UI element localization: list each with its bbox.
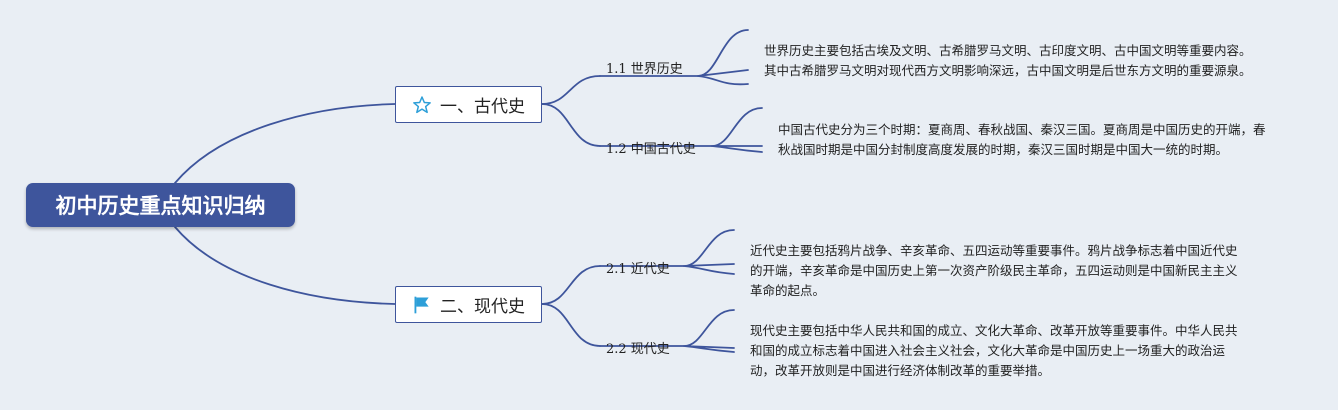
section-ancient-history[interactable]: 一、古代史 bbox=[395, 86, 542, 123]
root-title: 初中历史重点知识归纳 bbox=[55, 194, 266, 218]
link-section-2-sub-1 bbox=[541, 265, 601, 305]
link-root-section-2 bbox=[174, 226, 396, 305]
link-sub-1-2-detail bbox=[711, 107, 763, 153]
section-modern-history[interactable]: 二、现代史 bbox=[395, 286, 542, 323]
root-topic[interactable]: 初中历史重点知识归纳 bbox=[26, 183, 295, 227]
section-label: 二、现代史 bbox=[440, 297, 525, 317]
section-label: 一、古代史 bbox=[440, 97, 525, 117]
link-root-section-1 bbox=[174, 103, 396, 184]
link-sub-2-1-detail bbox=[683, 229, 735, 275]
topic-ancient-china[interactable]: 1.2 中国古代史 bbox=[606, 142, 696, 157]
link-section-2-sub-2 bbox=[541, 303, 601, 347]
detail-modern-era[interactable]: 近代史主要包括鸦片战争、辛亥革命、五四运动等重要事件。鸦片战争标志着中国近代史的… bbox=[750, 243, 1238, 298]
topic-world-history[interactable]: 1.1 世界历史 bbox=[606, 62, 683, 77]
link-section-1-sub-2 bbox=[541, 103, 601, 147]
link-sub-1-1-detail bbox=[697, 29, 749, 86]
detail-ancient-china[interactable]: 中国古代史分为三个时期：夏商周、春秋战国、秦汉三国。夏商周是中国历史的开端，春秋… bbox=[778, 122, 1266, 157]
blue-flag-icon bbox=[412, 295, 432, 315]
detail-world-history[interactable]: 世界历史主要包括古埃及文明、古希腊罗马文明、古印度文明、古中国文明等重要内容。其… bbox=[764, 43, 1252, 78]
star-outline-icon bbox=[412, 95, 432, 115]
link-sub-2-2-detail bbox=[683, 309, 735, 353]
topic-contemporary[interactable]: 2.2 现代史 bbox=[606, 342, 670, 357]
link-section-1-sub-1 bbox=[541, 75, 601, 105]
detail-contemporary[interactable]: 现代史主要包括中华人民共和国的成立、文化大革命、改革开放等重要事件。中华人民共和… bbox=[750, 323, 1238, 378]
topic-modern-era[interactable]: 2.1 近代史 bbox=[606, 262, 670, 277]
